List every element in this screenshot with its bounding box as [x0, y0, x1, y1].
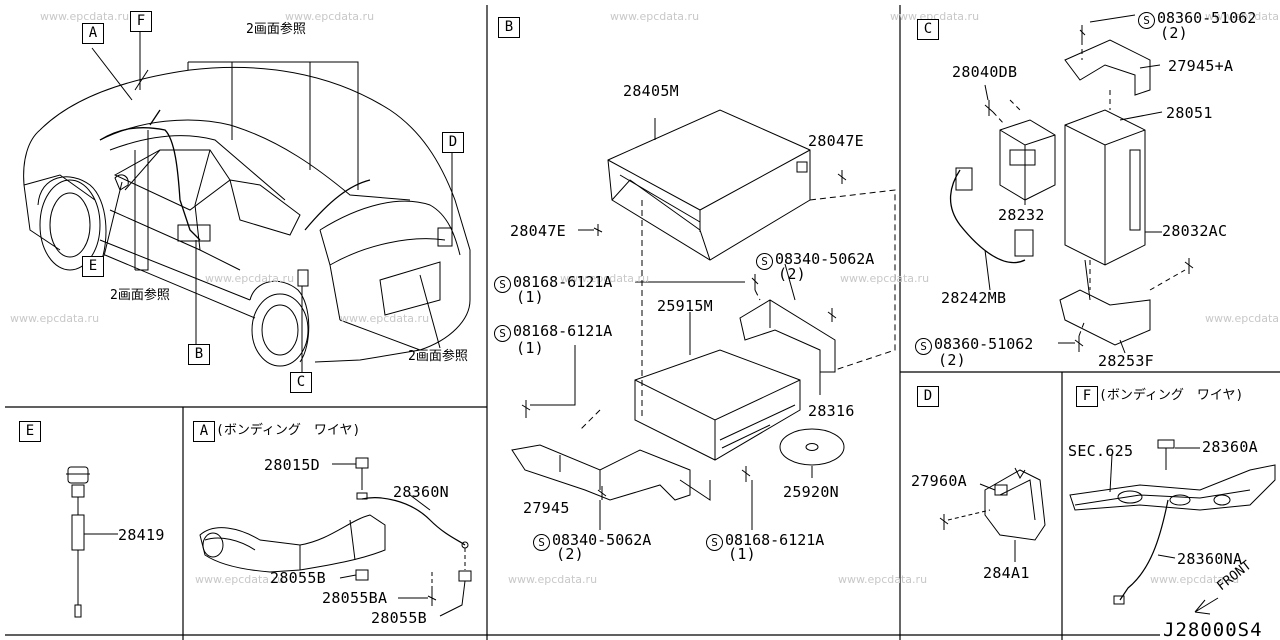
figure-code: J28000S4 — [1163, 619, 1263, 640]
section-a-drawing — [199, 457, 472, 617]
part-27945[interactable]: 27945 — [523, 499, 570, 517]
watermark: www.epcdata.ru — [285, 10, 375, 23]
watermark: www.epcdata.ru — [1150, 573, 1240, 586]
watermark: www.epcdata.ru — [10, 312, 100, 325]
part-28242MB[interactable]: 28242MB — [941, 289, 1007, 307]
watermark: www.epcdata.ru — [508, 573, 598, 586]
callout-e[interactable]: E — [82, 256, 104, 277]
section-a-caption: (ボンディング ワイヤ) — [216, 423, 361, 438]
screw-08340-top-qty: (2) — [778, 265, 806, 283]
part-28316[interactable]: 28316 — [808, 402, 855, 420]
part-28047E-right[interactable]: 28047E — [808, 132, 864, 150]
see-page-note-left: 2画面参照 — [110, 288, 170, 303]
part-28015D[interactable]: 28015D — [264, 456, 320, 474]
part-28032AC[interactable]: 28032AC — [1162, 222, 1228, 240]
section-f-caption: (ボンディング ワイヤ) — [1099, 388, 1244, 403]
section-a-label: A — [193, 421, 215, 442]
watermark: www.epcdata.ru — [340, 312, 430, 325]
panel-borders — [5, 5, 1280, 640]
part-28419[interactable]: 28419 — [118, 526, 165, 544]
part-25920N[interactable]: 25920N — [783, 483, 839, 501]
part-28047E-left[interactable]: 28047E — [510, 222, 566, 240]
section-ref-sec625[interactable]: SEC.625 — [1068, 442, 1134, 460]
car-illustration — [23, 30, 471, 372]
section-d-drawing — [939, 467, 1046, 562]
part-28040DB[interactable]: 28040DB — [952, 63, 1018, 81]
section-c-label: C — [917, 19, 939, 40]
screw-08340-bottom-qty: (2) — [556, 545, 584, 563]
part-28405M[interactable]: 28405M — [623, 82, 679, 100]
watermark: www.epcdata.ru — [610, 10, 700, 23]
part-284A1[interactable]: 284A1 — [983, 564, 1030, 582]
callout-f[interactable]: F — [130, 11, 152, 32]
callout-c[interactable]: C — [290, 372, 312, 393]
section-f-label: F — [1076, 386, 1098, 407]
section-e-drawing — [66, 466, 118, 618]
watermark: www.epcdata.ru — [1205, 10, 1280, 23]
section-b-label: B — [498, 17, 520, 38]
section-c-drawing — [949, 14, 1194, 354]
part-28253F[interactable]: 28253F — [1098, 352, 1154, 370]
callout-b[interactable]: B — [188, 344, 210, 365]
screw-08168-a-qty: (1) — [516, 288, 544, 306]
section-f-drawing — [1069, 439, 1276, 615]
watermark: www.epcdata.ru — [840, 272, 930, 285]
see-page-note-top: 2画面参照 — [246, 22, 306, 37]
screw-08360-bottom-qty: (2) — [938, 351, 966, 369]
watermark: www.epcdata.ru — [838, 573, 928, 586]
part-25915M[interactable]: 25915M — [657, 297, 713, 315]
part-28051[interactable]: 28051 — [1166, 104, 1213, 122]
section-e-label: E — [19, 421, 41, 442]
watermark: www.epcdata.ru — [890, 10, 980, 23]
callout-d[interactable]: D — [442, 132, 464, 153]
section-b-drawing — [511, 109, 896, 530]
screw-08168-b-qty: (1) — [516, 339, 544, 357]
watermark: www.epcdata.ru — [40, 10, 130, 23]
part-28360N[interactable]: 28360N — [393, 483, 449, 501]
watermark: www.epcdata.ru — [560, 272, 650, 285]
part-28055BA[interactable]: 28055BA — [322, 589, 388, 607]
part-28360NA[interactable]: 28360NA — [1177, 550, 1243, 568]
watermark: www.epcdata.ru — [195, 573, 285, 586]
see-page-note-right: 2画面参照 — [408, 349, 468, 364]
callout-a[interactable]: A — [82, 23, 104, 44]
screw-08360-top-qty: (2) — [1160, 24, 1188, 42]
part-28360A[interactable]: 28360A — [1202, 438, 1258, 456]
watermark: www.epcdata.ru — [205, 272, 295, 285]
screw-08168-c-qty: (1) — [728, 545, 756, 563]
part-28232[interactable]: 28232 — [998, 206, 1045, 224]
part-28055B-1[interactable]: 28055B — [270, 569, 326, 587]
part-27945A[interactable]: 27945+A — [1168, 57, 1234, 75]
part-28055B-2[interactable]: 28055B — [371, 609, 427, 627]
watermark: www.epcdata.ru — [1205, 312, 1280, 325]
part-27960A[interactable]: 27960A — [911, 472, 967, 490]
section-d-label: D — [917, 386, 939, 407]
